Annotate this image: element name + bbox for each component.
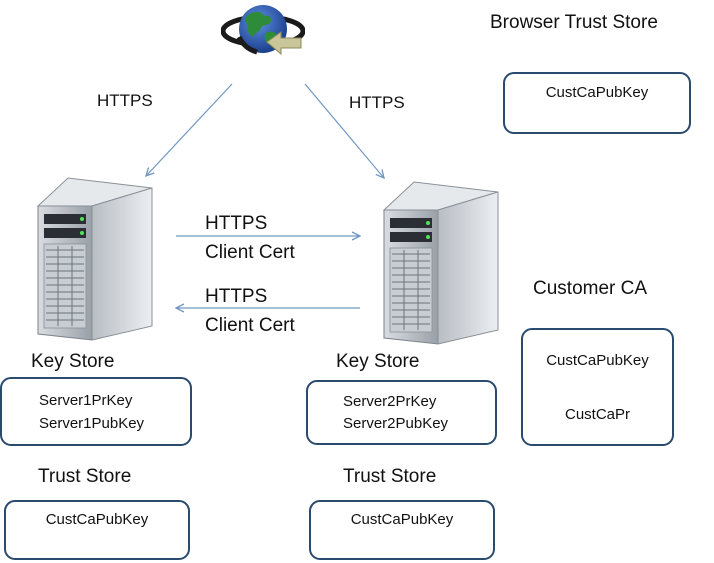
https-label-right: HTTPS bbox=[349, 93, 405, 112]
server1-trust-store-box: CustCaPubKey bbox=[4, 500, 190, 560]
customer-ca-title: Customer CA bbox=[533, 278, 648, 299]
customer-ca-private-key: CustCaPr bbox=[564, 406, 631, 423]
server-tower-icon bbox=[36, 177, 153, 341]
customer-ca-box: CustCaPubKey CustCaPr bbox=[521, 328, 674, 446]
server1-key-store-box: Server1PrKey Server1PubKey bbox=[0, 377, 192, 446]
mutual-https-label-bottom: HTTPS bbox=[205, 286, 268, 307]
server2-public-key: Server2PubKey bbox=[343, 415, 449, 432]
server1-private-key: Server1PrKey bbox=[39, 392, 133, 409]
https-label-left: HTTPS bbox=[97, 91, 153, 110]
arrow-browser-to-server2 bbox=[304, 83, 384, 178]
server1-trust-store-entry: CustCaPubKey bbox=[45, 511, 149, 528]
globe-with-arrow-icon bbox=[221, 5, 305, 56]
server2-private-key: Server2PrKey bbox=[343, 393, 437, 410]
server1-trust-store-title: Trust Store bbox=[38, 466, 132, 487]
mutual-https-label-top: HTTPS bbox=[205, 213, 268, 234]
server2-trust-store-title: Trust Store bbox=[343, 466, 437, 487]
client-cert-label-bottom: Client Cert bbox=[205, 315, 295, 336]
server2-key-store-box: Server2PrKey Server2PubKey bbox=[306, 380, 497, 445]
server1-public-key: Server1PubKey bbox=[39, 415, 145, 432]
arrow-browser-to-server1 bbox=[146, 83, 233, 176]
server2-trust-store-entry: CustCaPubKey bbox=[350, 511, 454, 528]
browser-trust-store-title: Browser Trust Store bbox=[490, 12, 658, 33]
browser-trust-store-box: CustCaPubKey bbox=[503, 72, 691, 134]
server2-trust-store-box: CustCaPubKey bbox=[309, 500, 495, 560]
server-tower-icon bbox=[382, 181, 499, 345]
customer-ca-public-key: CustCaPubKey bbox=[546, 352, 649, 369]
browser-trust-store-entry: CustCaPubKey bbox=[545, 84, 649, 101]
client-cert-label-top: Client Cert bbox=[205, 242, 295, 263]
server2-key-store-title: Key Store bbox=[336, 351, 420, 372]
server1-key-store-title: Key Store bbox=[31, 351, 115, 372]
